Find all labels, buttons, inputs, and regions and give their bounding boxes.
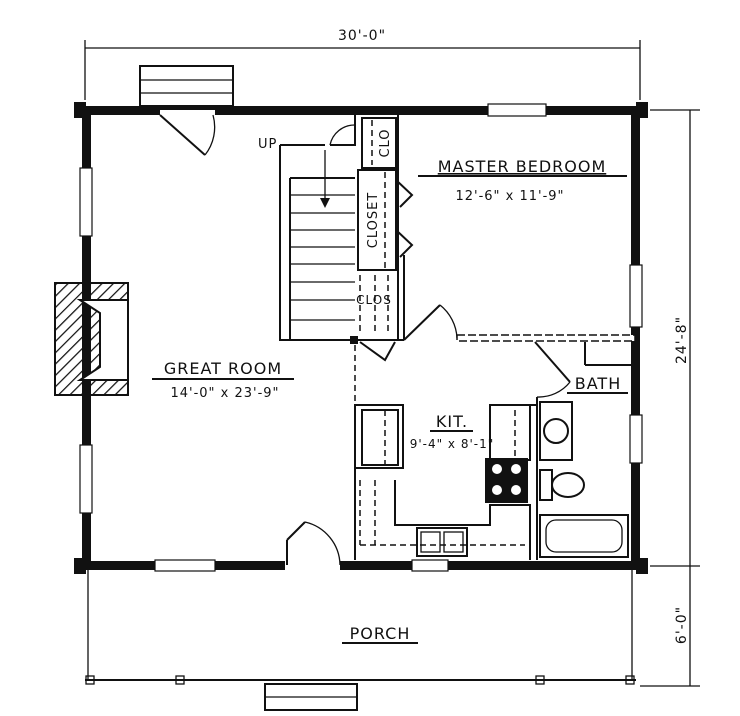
porch-depth-dimension: 6'-0" xyxy=(674,606,690,644)
clos-label: CLOS xyxy=(356,293,392,307)
kitchen-fixtures xyxy=(354,404,531,560)
staircase xyxy=(279,144,355,341)
windows xyxy=(79,103,643,572)
entry-steps-top xyxy=(139,65,234,107)
closet-label: CLOSET xyxy=(366,192,381,249)
kitchen-size: 9'-4" x 8'-1" xyxy=(410,437,495,451)
porch-label: PORCH xyxy=(350,624,411,643)
bath-fixtures xyxy=(539,401,629,558)
depth-dimension: 24'-8" xyxy=(674,316,690,364)
master-bedroom-label: MASTER BEDROOM xyxy=(438,157,607,176)
porch xyxy=(85,570,636,711)
dimension-lines xyxy=(84,40,700,687)
great-room-label: GREAT ROOM xyxy=(164,359,282,378)
great-room-size: 14'-0" x 23'-9" xyxy=(170,386,279,401)
side-door xyxy=(285,521,341,570)
entry-door xyxy=(159,110,216,156)
master-bedroom-size: 12'-6" x 11'-9" xyxy=(455,189,564,204)
bath-label: BATH xyxy=(575,374,621,393)
stairs-up-label: UP xyxy=(258,137,277,152)
fireplace xyxy=(54,282,129,396)
kitchen-label: KIT. xyxy=(436,412,468,431)
width-dimension: 30'-0" xyxy=(338,28,386,44)
clo-label: CLO xyxy=(378,128,393,157)
